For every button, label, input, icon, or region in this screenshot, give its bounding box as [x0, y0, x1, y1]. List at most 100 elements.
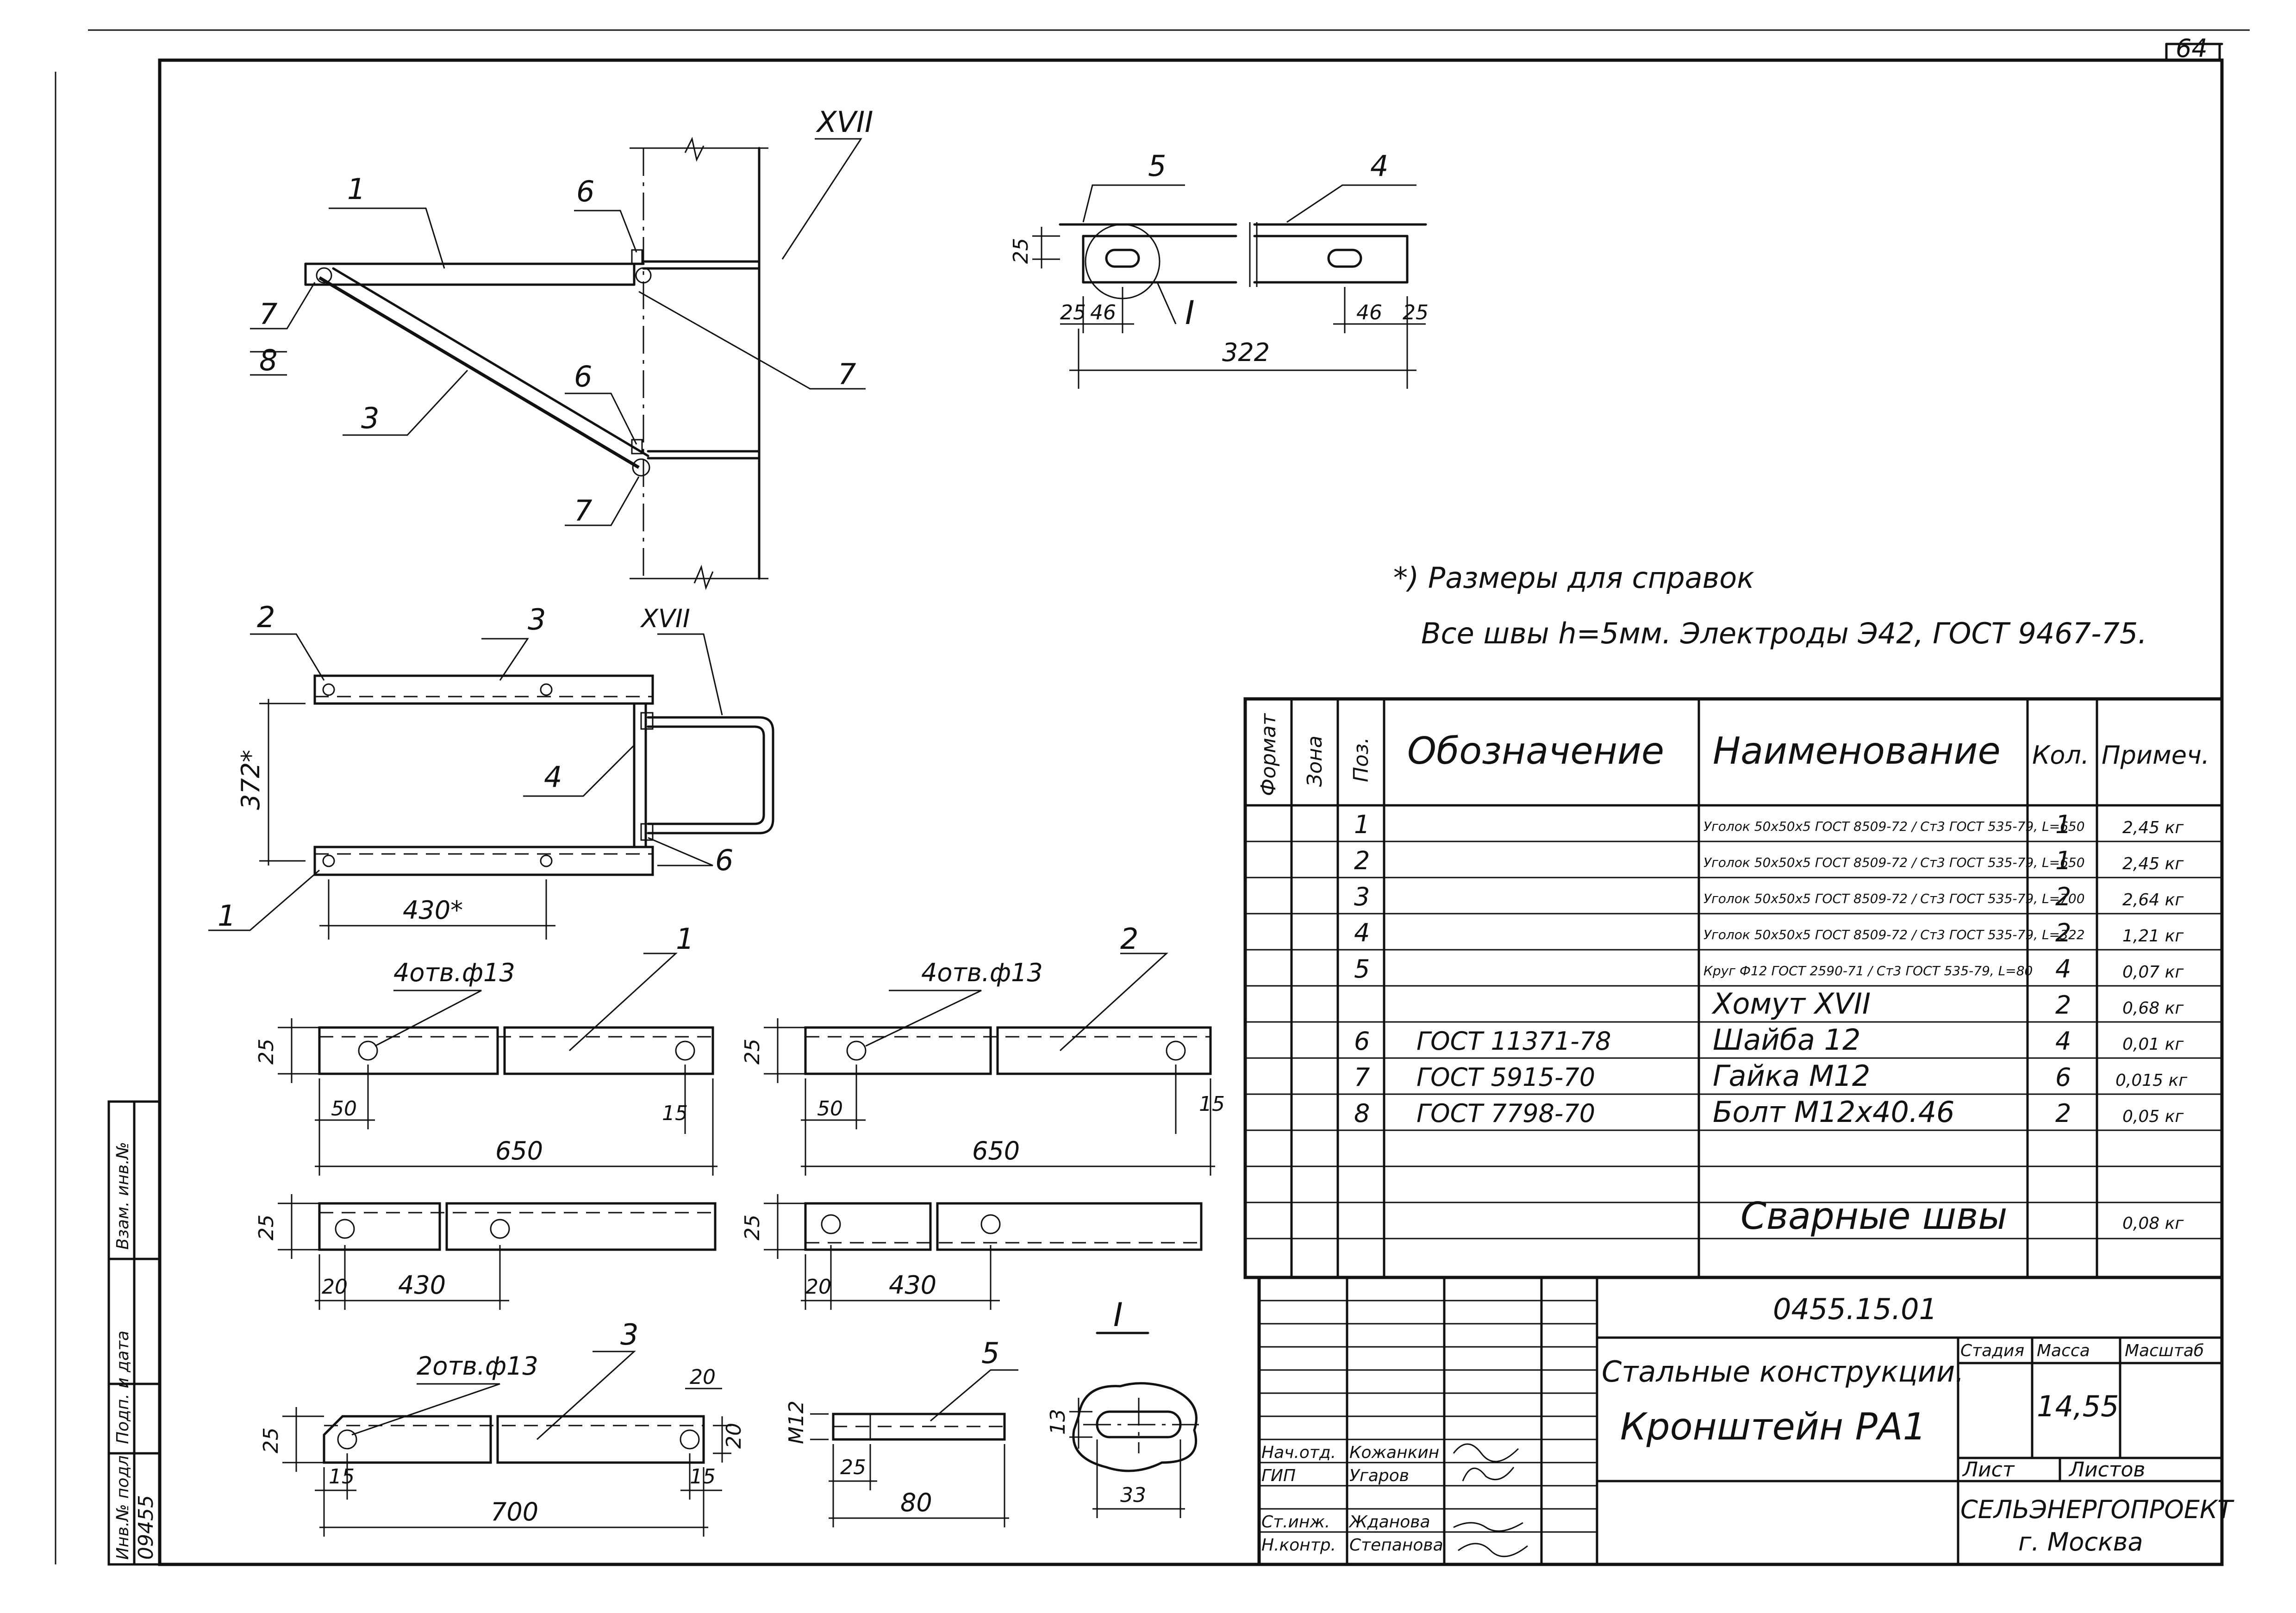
city: г. Москва [2018, 1527, 2143, 1557]
mass-label: Масса [2037, 1341, 2090, 1360]
elevation-leaders [250, 138, 866, 526]
table-row: 7 ГОСТ 5915-70 Гайка М12 6 0,015 кг [1354, 1059, 2188, 1093]
row-pos: 1 [1354, 810, 1370, 839]
drawing-code: 0455.15.01 [1773, 1292, 1937, 1326]
callout-4: 4 [1370, 149, 1388, 183]
table-row: 2 Уголок 50x50x5 ГОСТ 8509-72 / Ст3 ГОСТ… [1354, 846, 2184, 875]
row-name: Болт М12x40.46 [1713, 1095, 1955, 1129]
dim-430: 430 [889, 1270, 936, 1300]
callout-7: 7 [574, 494, 592, 528]
header-name: Наименование [1713, 729, 2001, 772]
table-row: 4 Уголок 50x50x5 ГОСТ 8509-72 / Ст3 ГОСТ… [1354, 918, 2184, 947]
table-row: Сварные швы 0,08 кг [1741, 1195, 2184, 1238]
table-row: Хомут XVII 2 0,68 кг [1711, 987, 2184, 1021]
title-line-2: Кронштейн РА1 [1620, 1405, 1926, 1448]
row-note: 0,68 кг [2122, 999, 2184, 1018]
mass-value: 14,55 [2037, 1389, 2119, 1423]
holes-label: 4отв.ф13 [921, 958, 1043, 987]
part-4-detail-b [764, 1194, 1203, 1310]
row-note: 0,05 кг [2122, 1107, 2184, 1126]
dim-25: 25 [259, 1427, 283, 1453]
callout-1: 1 [218, 899, 236, 933]
side-stamp [107, 1100, 161, 1566]
note-reference: *) Размеры для справок [1393, 561, 1754, 595]
dim-650: 650 [972, 1136, 1020, 1165]
sheet-label: Лист [1962, 1458, 2015, 1482]
dim-15: 15 [662, 1102, 688, 1125]
dim-25: 25 [1403, 301, 1429, 324]
dim-50: 50 [817, 1097, 843, 1121]
header-pos: Поз. [1349, 737, 1373, 782]
note-welds: Все швы h=5мм. Электроды Э42, ГОСТ 9467-… [1421, 617, 2147, 650]
title-block-grid [1257, 1276, 2224, 1566]
table-row: 1 Уголок 50x50x5 ГОСТ 8509-72 / Ст3 ГОСТ… [1354, 810, 2184, 839]
header-zone: Зона [1303, 735, 1327, 787]
row-qty: 4 [2055, 1027, 2071, 1056]
row-qty: 2 [2055, 918, 2071, 947]
table-row: 8 ГОСТ 7798-70 Болт М12x40.46 2 0,05 кг [1354, 1095, 2184, 1129]
row-qty: 2 [2055, 1099, 2071, 1128]
part-4-detail-a [278, 1194, 717, 1310]
callout-5: 5 [981, 1336, 999, 1370]
dim-15: 15 [690, 1465, 716, 1488]
part-3-detail [282, 1351, 731, 1537]
side-stamp-inv: Инв.№ подл. [113, 1450, 132, 1560]
callout-xvii: XVII [816, 105, 873, 139]
signature-marks [1453, 1443, 1528, 1557]
dim-25: 25 [255, 1039, 278, 1065]
plan-leaders [208, 633, 723, 931]
row-name: Хомут XVII [1711, 987, 1871, 1021]
bracket-side-elevation [304, 137, 768, 590]
row-pos: 3 [1354, 882, 1370, 911]
dim-46: 46 [1090, 301, 1116, 324]
dim-650: 650 [495, 1136, 543, 1165]
dim-25: 25 [741, 1214, 764, 1240]
header-qty: Кол. [2032, 741, 2089, 770]
callout-3: 3 [620, 1318, 638, 1351]
row-note: 2,45 кг [2122, 818, 2184, 837]
dim-33: 33 [1120, 1483, 1146, 1507]
person-name: Степанова [1349, 1536, 1443, 1555]
callout-7: 7 [838, 357, 856, 391]
person-role: Ст.инж. [1261, 1513, 1330, 1532]
row-name: Сварные швы [1741, 1195, 2007, 1238]
side-stamp-vz: Взам. инв.№ [113, 1142, 132, 1250]
row-qty: 1 [2055, 846, 2071, 875]
side-stamp-sign: Подп. и дата [113, 1331, 132, 1444]
dim-372: 372* [236, 750, 265, 810]
table-row: 6 ГОСТ 11371-78 Шайба 12 4 0,01 кг [1354, 1023, 2184, 1057]
dim-80: 80 [900, 1488, 932, 1517]
callout-2: 2 [257, 600, 275, 634]
dim-25: 25 [1060, 301, 1086, 324]
dim-322: 322 [1222, 338, 1270, 367]
row-pos: 5 [1354, 954, 1370, 984]
callout-4: 4 [544, 760, 562, 794]
dim-20: 20 [322, 1275, 348, 1299]
dim-20: 20 [805, 1275, 831, 1299]
sheet-number: 64 [2176, 34, 2208, 63]
dim-430: 430 [398, 1270, 446, 1300]
person-name: Кожанкин [1349, 1443, 1439, 1462]
row-qty: 6 [2055, 1063, 2071, 1092]
dim-430star: 430* [403, 896, 463, 925]
dim-15: 15 [1199, 1092, 1225, 1116]
row-note: 0,015 кг [2115, 1071, 2188, 1090]
person-role: ГИП [1261, 1466, 1296, 1485]
callout-1: 1 [347, 172, 365, 206]
part-2-detail [764, 953, 1215, 1176]
person-name: Жданова [1348, 1513, 1430, 1532]
sheet-frame [55, 29, 2250, 1566]
person-name: Угаров [1349, 1466, 1409, 1485]
part-1-detail [278, 953, 718, 1176]
dim-700: 700 [491, 1497, 538, 1526]
holes-label: 4отв.ф13 [393, 958, 515, 987]
person-role: Нач.отд. [1261, 1443, 1336, 1462]
row-name: Уголок 50x50x5 ГОСТ 8509-72 / Ст3 ГОСТ 5… [1703, 819, 2085, 834]
bracket-plan-view [259, 674, 774, 940]
row-pos: 6 [1354, 1027, 1370, 1056]
title-line-1: Стальные конструкции. [1602, 1355, 1964, 1389]
row-designation: ГОСТ 11371-78 [1416, 1027, 1611, 1056]
sheets-label: Листов [2068, 1458, 2145, 1482]
row-qty: 2 [2055, 882, 2071, 911]
row-name: Круг Ф12 ГОСТ 2590-71 / Ст3 ГОСТ 535-79,… [1703, 963, 2033, 978]
